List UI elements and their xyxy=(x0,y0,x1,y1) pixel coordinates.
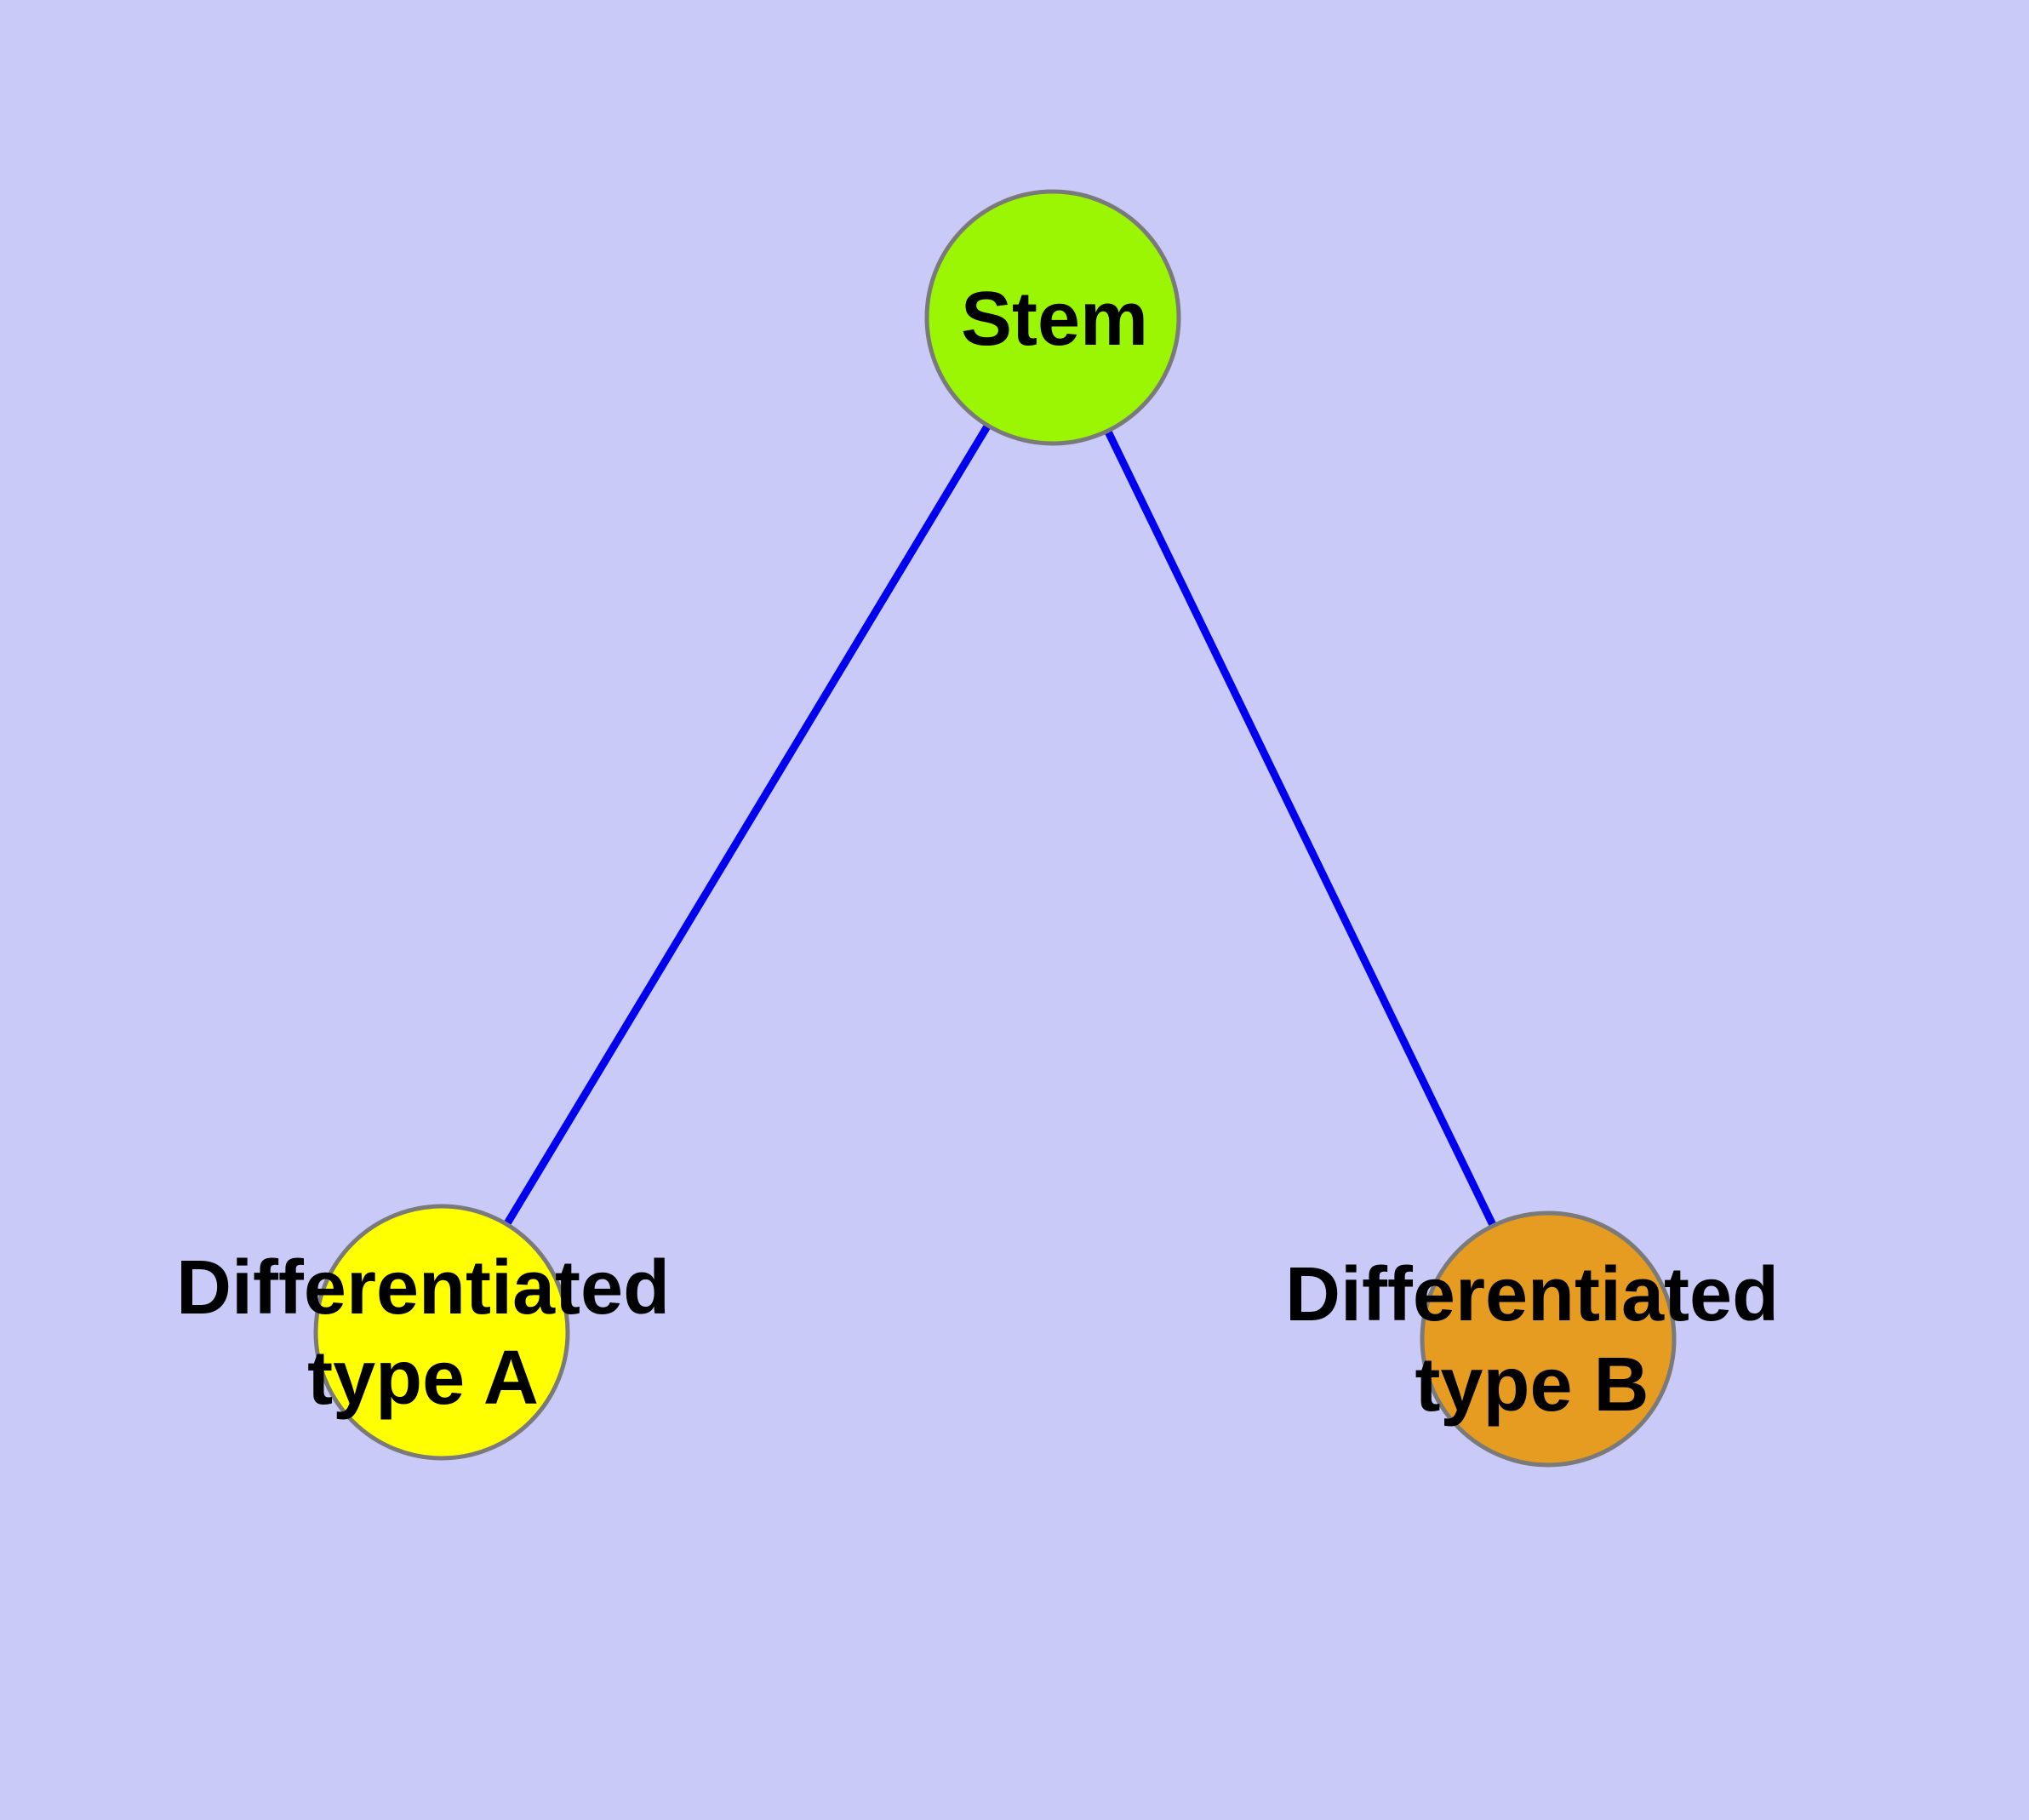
edge-stem-to-type-b xyxy=(1049,316,1552,1341)
edge-stem-to-type-a xyxy=(438,315,1056,1335)
node-stem-circle xyxy=(924,189,1181,446)
node-type-a-circle xyxy=(313,1204,570,1461)
node-type-b-circle xyxy=(1420,1210,1677,1468)
